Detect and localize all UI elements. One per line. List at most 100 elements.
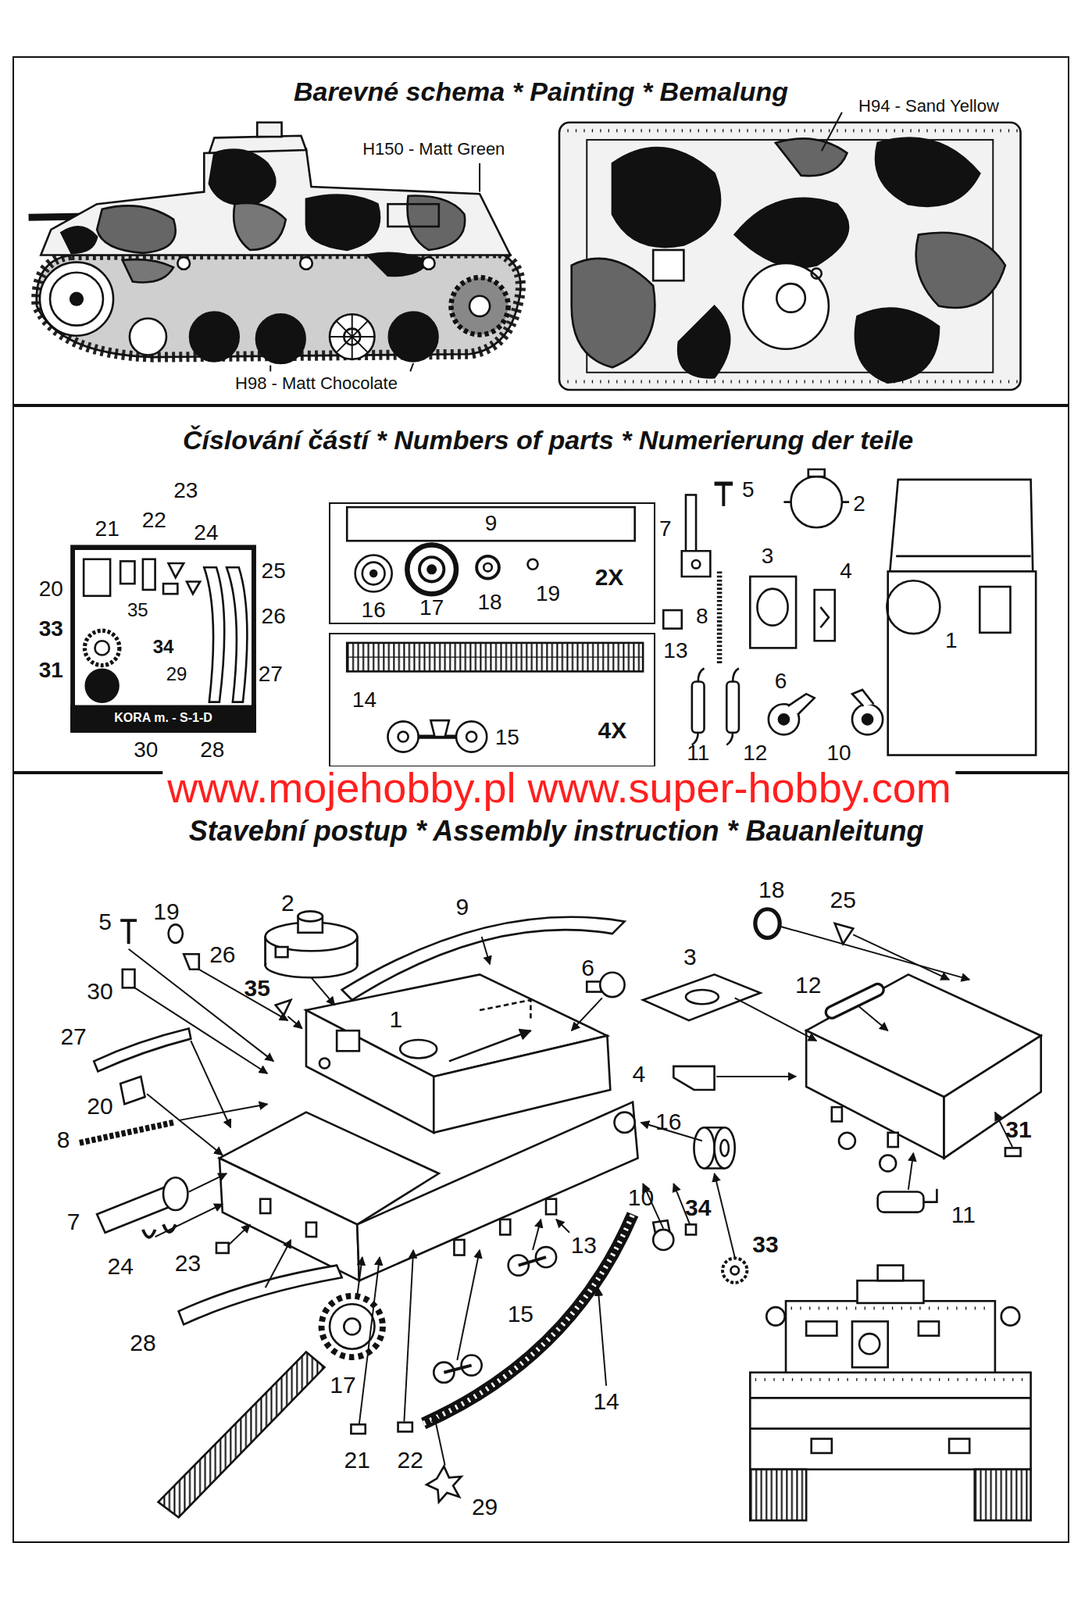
drawing-part (49, 272, 104, 326)
drawing-part (158, 1352, 325, 1518)
callout-number: 15 (507, 1299, 534, 1326)
callout-number: 16 (655, 1108, 682, 1135)
callout-number: 27 (258, 662, 283, 687)
part-number: 9 (485, 511, 498, 536)
drawing-part (275, 946, 289, 957)
drawing-part (974, 1469, 1032, 1521)
callout-number: 1 (945, 628, 958, 654)
drawing-part (387, 203, 439, 227)
callout-number: 2 (281, 888, 295, 915)
drawing-part (714, 1127, 736, 1168)
drawing-part (399, 1039, 437, 1059)
drawing-part (71, 546, 255, 732)
drawing-part (450, 277, 508, 335)
drawing-part (678, 306, 730, 379)
drawing-part (398, 1422, 413, 1432)
drawing-part (532, 1219, 541, 1250)
callout-number: 18 (758, 875, 785, 902)
drawing-part (228, 1224, 250, 1245)
part-number: 14 (352, 688, 377, 713)
drawing-part (918, 1320, 939, 1335)
drawing-part (749, 576, 796, 648)
drawing-part (183, 953, 200, 970)
drawing-part (398, 731, 409, 742)
drawing-part (811, 1438, 832, 1453)
part-number: 16 (361, 598, 386, 623)
callout-number: 13 (663, 638, 688, 664)
callout-number: 30 (133, 738, 158, 763)
drawing-part (735, 198, 849, 268)
part-number: 15 (495, 725, 520, 750)
parts-sheet (71, 469, 1036, 756)
drawing-part (979, 586, 1010, 633)
drawing-part (479, 999, 531, 1021)
drawing-part (342, 917, 625, 1000)
drawing-part (83, 559, 111, 596)
drawing-part (717, 570, 723, 664)
callout-number: 5 (742, 478, 755, 503)
drawing-part (944, 1035, 1042, 1159)
drawing-part (612, 147, 721, 247)
drawing-part (681, 550, 711, 577)
paint-label: H150 - Matt Green (362, 139, 505, 159)
assembly-panel: Stavební postup * Assembly instruction *… (12, 772, 1071, 1543)
drawing-part (877, 1191, 925, 1213)
drawing-part (598, 1287, 607, 1385)
drawing-part (693, 1127, 714, 1168)
drawing-part (546, 1199, 557, 1215)
drawing-part (888, 570, 1036, 755)
drawing-part (298, 910, 323, 921)
drawing-part (343, 1318, 361, 1335)
drawing-part (350, 1423, 365, 1434)
callout-number: 27 (60, 1022, 86, 1049)
drawing-part (781, 926, 971, 980)
drawing-part (406, 544, 457, 594)
callout-number: 26 (261, 603, 286, 629)
drawing-part (653, 1229, 674, 1250)
drawing-part (852, 1320, 889, 1367)
drawing-part (559, 128, 1021, 133)
drawing-part (423, 1213, 633, 1424)
drawing-part (178, 1265, 343, 1325)
callout-number: 26 (209, 941, 236, 968)
drawing-part (755, 1377, 1026, 1382)
drawing-part (499, 1219, 511, 1235)
drawing-part (923, 1188, 937, 1203)
drawing-part (299, 256, 313, 270)
callout-number: 35 (244, 974, 271, 1001)
drawing-part (726, 681, 739, 732)
drawing-part (128, 949, 275, 1062)
callout-number: 3 (683, 942, 697, 969)
drawing-part (599, 972, 625, 997)
callout-number: 11 (951, 1201, 976, 1228)
drawing-part (433, 1413, 445, 1466)
drawing-part (716, 1075, 796, 1078)
drawing-part (692, 668, 705, 746)
callout-number: 30 (86, 977, 113, 1004)
drawing-part (483, 563, 492, 571)
part-number: 19 (535, 581, 561, 607)
drawing-part (329, 314, 375, 359)
drawing-part (614, 1112, 636, 1133)
drawing-part (889, 479, 1033, 572)
drawing-part (559, 122, 1021, 390)
drawing-part (85, 669, 119, 703)
drawing-part (916, 232, 1006, 308)
drawing-part (775, 138, 847, 176)
parts-panel: Číslování částí * Numbers of parts * Num… (12, 405, 1071, 773)
drawing-part (189, 312, 240, 362)
callout-number: 6 (774, 669, 788, 694)
drawing-part (120, 560, 135, 584)
drawing-part (820, 606, 828, 628)
drawing-part (329, 314, 375, 359)
drawing-part (329, 1303, 375, 1349)
callout-number: 34 (685, 1194, 711, 1221)
drawing-part (559, 380, 1021, 384)
drawing-part (755, 909, 780, 939)
drawing-part (370, 570, 377, 577)
drawing-part (367, 253, 429, 276)
drawing-part (908, 1152, 914, 1190)
drawing-part (879, 1155, 896, 1172)
drawing-part (359, 1256, 380, 1424)
callout-number: 12 (742, 741, 768, 766)
